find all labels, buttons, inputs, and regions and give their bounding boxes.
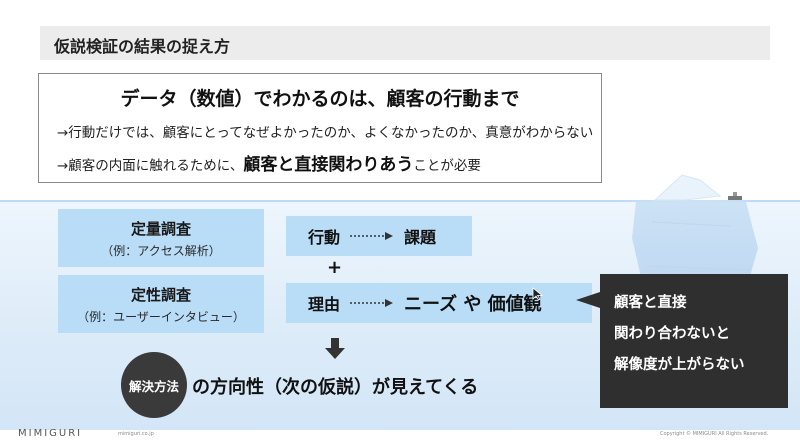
summary-line-2-prefix: →顧客の内面に触れるために、 — [57, 158, 244, 174]
dotted-arrow-icon — [350, 299, 394, 307]
summary-line-2-emphasis: 顧客と直接関わりあう — [243, 155, 414, 175]
callout: 顧客と直接 関わり合わないと 解像度が上がらない — [572, 272, 790, 412]
plus-sign: + — [327, 257, 343, 278]
header-bar: 仮説検証の結果の捉え方 — [40, 26, 770, 60]
callout-line-2: 関わり合わないと — [614, 326, 730, 342]
quantitative-survey-box: 定量調査 （例：アクセス解析） — [58, 209, 264, 267]
quantitative-survey-title: 定量調査 — [130, 220, 191, 238]
summary-line-2-suffix: ことが必要 — [413, 158, 481, 174]
reason-flow-box: 理由 ニーズ や 価値観 — [286, 283, 592, 323]
summary-line-2: →顧客の内面に触れるために、顧客と直接関わりあうことが必要 — [57, 150, 481, 175]
callout-bubble — [576, 274, 788, 408]
issue-label: 課題 — [404, 228, 437, 247]
callout-text: 顧客と直接 関わり合わないと 解像度が上がらない — [614, 288, 745, 381]
down-arrow-icon — [325, 338, 345, 359]
dotted-arrow-icon — [350, 232, 394, 240]
summary-headline: データ（数値）でわかるのは、顧客の行動まで — [120, 88, 520, 110]
boat-icon — [728, 192, 742, 200]
method-badge: 解決方法 — [121, 352, 187, 418]
reason-label: 理由 — [308, 295, 341, 314]
summary-box: データ（数値）でわかるのは、顧客の行動まで →行動だけでは、顧客にとってなぜよか… — [38, 73, 602, 183]
behavior-flow-box: 行動 課題 — [286, 216, 472, 256]
footer-url: mimiguri.co.jp — [118, 431, 154, 437]
callout-line-1: 顧客と直接 — [614, 295, 687, 311]
qualitative-survey-title: 定性調査 — [130, 286, 191, 304]
qualitative-survey-example: （例：ユーザーインタビュー） — [77, 310, 245, 324]
method-text: の方向性（次の仮説）が見えてくる — [192, 377, 479, 398]
page-title: 仮説検証の結果の捉え方 — [54, 37, 231, 56]
footer-logo: MIMIGURI — [18, 428, 83, 439]
summary-line-1: →行動だけでは、顧客にとってなぜよかったのか、よくなかったのか、真意がわからない — [57, 125, 594, 141]
behavior-label: 行動 — [308, 228, 341, 247]
callout-line-3: 解像度が上がらない — [614, 357, 745, 373]
qualitative-survey-box: 定性調査 （例：ユーザーインタビュー） — [58, 275, 264, 333]
quantitative-survey-example: （例：アクセス解析） — [101, 244, 221, 258]
water-line — [0, 200, 800, 202]
footer-copyright: Copyright © MIMIGURI All Rights Reserved… — [660, 431, 769, 437]
cursor-icon — [532, 287, 544, 301]
needs-values-label: ニーズ や 価値観 — [404, 294, 542, 315]
